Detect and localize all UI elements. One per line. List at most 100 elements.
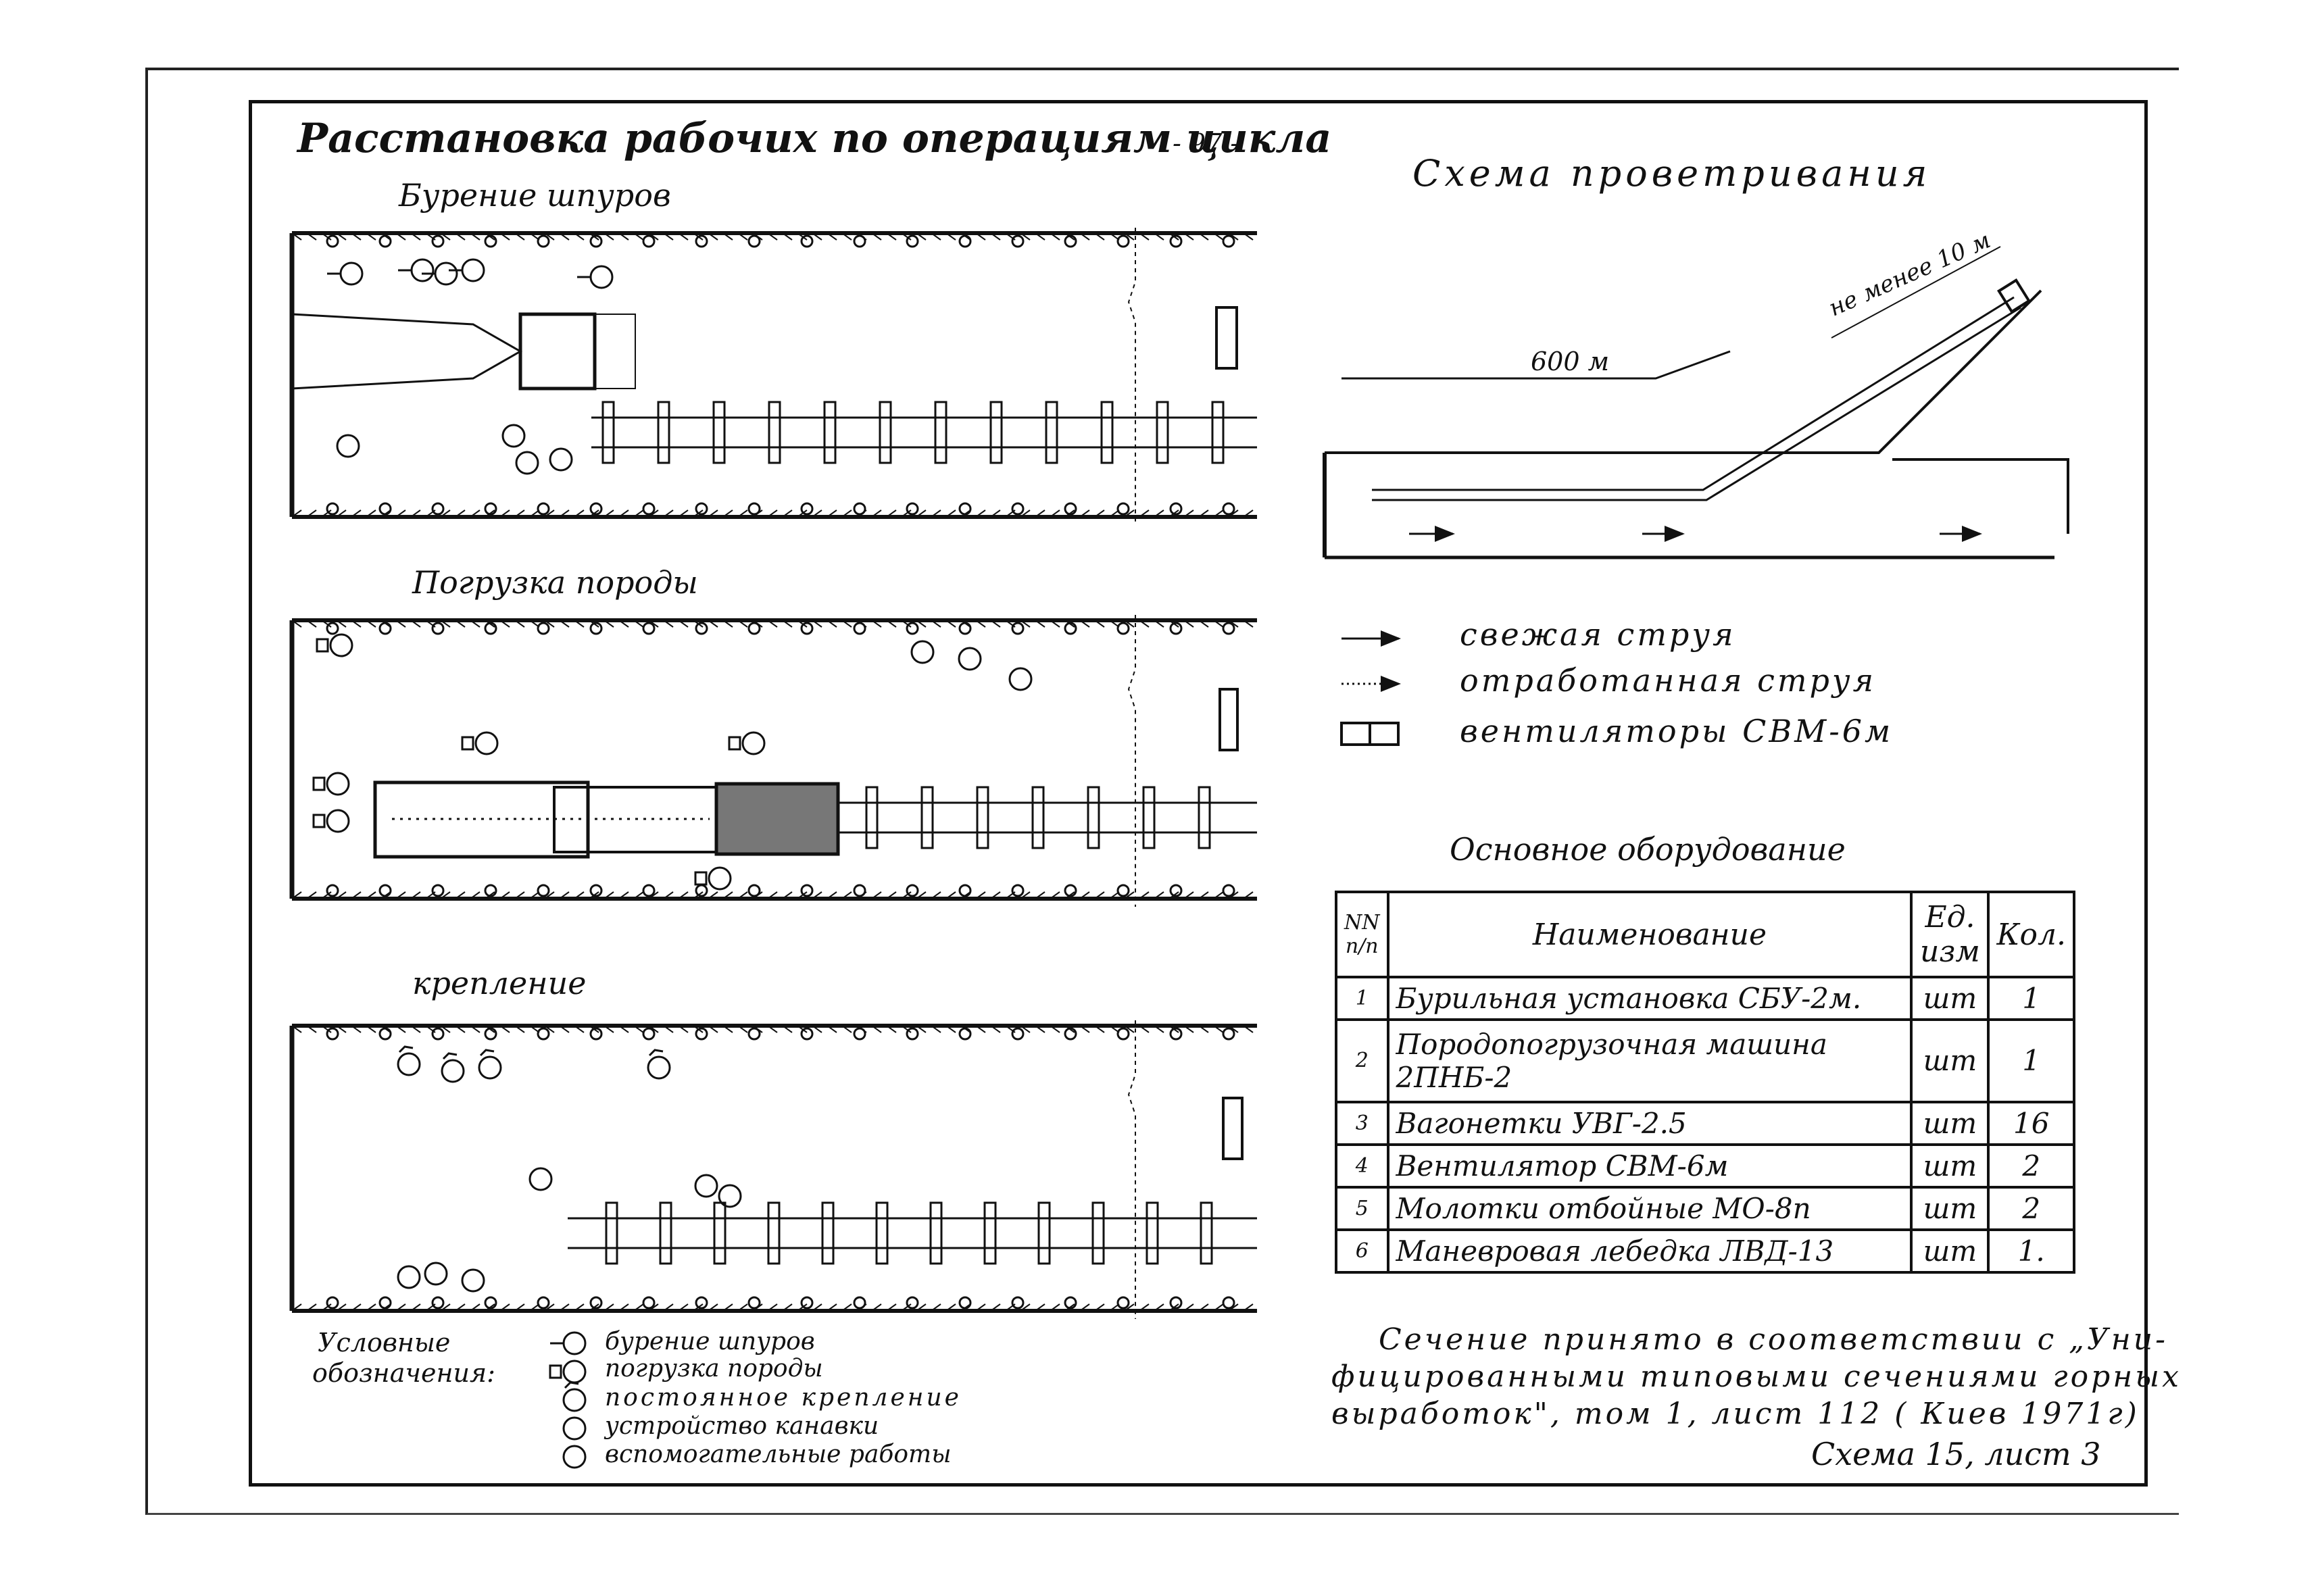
- support-arch-mark: [695, 1027, 708, 1041]
- row-unit: шт: [1910, 1100, 1990, 1146]
- sleeper: [875, 1201, 889, 1265]
- ventilation-diagram: [1323, 246, 2069, 746]
- auxiliary-worker-icon: [910, 640, 935, 664]
- ditch-worker-icon: [562, 1416, 587, 1441]
- main-title: Расстановка рабочих по операциям цикла: [297, 115, 1332, 162]
- support-arch-mark: [1064, 1027, 1077, 1041]
- support-arch-mark: [695, 884, 708, 897]
- sleeper: [659, 1201, 672, 1265]
- sleeper: [1142, 786, 1156, 849]
- sleeper: [983, 1201, 997, 1265]
- table-row: 1 Бурильная установка СБУ-2м. шт 1: [1335, 976, 2075, 1022]
- legend-item-support: постоянное крепление: [605, 1384, 962, 1412]
- support-arch-mark: [958, 1296, 972, 1310]
- drill-rig-frame: [520, 314, 636, 389]
- support-arch-mark: [1169, 1296, 1183, 1310]
- support-arch-mark: [958, 622, 972, 635]
- legend-exhaust-air: отработанная струя: [1460, 662, 1877, 699]
- support-arch-mark: [537, 1296, 550, 1310]
- vent-duct-top: [1372, 296, 2015, 491]
- wall-hatch: [291, 891, 1254, 899]
- support-arch-mark: [1064, 622, 1077, 635]
- support-arch-mark: [326, 622, 339, 635]
- inclined-wall: [1892, 458, 2069, 534]
- support-arch-mark: [589, 884, 603, 897]
- wagon-end: [1222, 1097, 1244, 1160]
- table-row: 5 Молотки отбойные МО-8п шт 2: [1335, 1185, 2075, 1231]
- support-arch-mark: [326, 502, 339, 516]
- support-arch-mark: [958, 884, 972, 897]
- support-arch-mark: [589, 622, 603, 635]
- legend-title-line-2: обозначения:: [312, 1358, 495, 1388]
- support-arch-mark: [800, 622, 814, 635]
- support-worker-icon: [478, 1049, 502, 1080]
- drilling-worker-icon: [550, 1331, 587, 1355]
- reference-note-line-2: фицированными типовыми сечениями горных: [1331, 1360, 2182, 1394]
- support-arch-mark: [537, 622, 550, 635]
- legend-item-ditch: устройство канавки: [605, 1412, 879, 1440]
- support-arch-mark: [589, 234, 603, 248]
- legend-item-drilling: бурение шпуров: [605, 1328, 815, 1355]
- support-arch-mark: [1169, 1027, 1183, 1041]
- support-arch-mark: [747, 234, 761, 248]
- header-qty: Кол.: [1987, 890, 2075, 979]
- support-arch-mark: [1011, 1027, 1025, 1041]
- wall-hatch: [291, 1025, 1254, 1033]
- header-unit: Ед. изм: [1910, 890, 1990, 979]
- support-arch-mark: [431, 234, 445, 248]
- tunnel-drilling: [289, 228, 1257, 525]
- sleeper: [601, 401, 615, 464]
- row-unit: шт: [1910, 1143, 1990, 1189]
- break-line: [1127, 615, 1136, 907]
- support-arch-mark: [642, 502, 656, 516]
- support-arch-mark: [853, 502, 866, 516]
- support-arch-mark: [484, 234, 497, 248]
- support-arch-mark: [1064, 884, 1077, 897]
- support-arch-mark: [906, 502, 919, 516]
- support-arch-mark: [326, 234, 339, 248]
- sleeper: [823, 401, 837, 464]
- auxiliary-worker-icon: [461, 1268, 485, 1293]
- header-num: NN п/п: [1335, 890, 1389, 979]
- support-arch-mark: [853, 234, 866, 248]
- sleeper: [1087, 786, 1100, 849]
- sleeper: [768, 401, 781, 464]
- fan-icon: [1340, 722, 1371, 746]
- drill-rig-booms: [291, 313, 523, 390]
- support-arch-mark: [378, 884, 392, 897]
- sleeper: [821, 1201, 835, 1265]
- support-worker-icon: [441, 1052, 465, 1083]
- support-arch-mark: [906, 1027, 919, 1041]
- loading-worker-icon: [312, 809, 350, 833]
- support-arch-mark: [747, 622, 761, 635]
- drilling-worker-icon: [449, 258, 485, 282]
- sleeper: [712, 401, 726, 464]
- sleeper: [1156, 401, 1169, 464]
- support-arch-mark: [695, 502, 708, 516]
- support-arch-mark: [642, 234, 656, 248]
- loaded-rock: [714, 782, 840, 856]
- support-arch-mark: [642, 1296, 656, 1310]
- support-arch-mark: [1222, 1027, 1235, 1041]
- support-arch-mark: [1169, 502, 1183, 516]
- table-header-row: NN п/п Наименование Ед. изм Кол.: [1335, 890, 2075, 979]
- support-arch-mark: [1222, 622, 1235, 635]
- loading-worker-icon: [694, 866, 732, 891]
- support-arch-mark: [1222, 234, 1235, 248]
- support-arch-mark: [1011, 234, 1025, 248]
- support-arch-mark: [326, 884, 339, 897]
- support-arch-mark: [589, 1027, 603, 1041]
- sleeper: [865, 786, 879, 849]
- scheme-label: Схема 15, лист 3: [1811, 1436, 2101, 1472]
- table-row: 4 Вентилятор СВМ-6м шт 2: [1335, 1143, 2075, 1189]
- drilling-worker-icon: [422, 261, 458, 286]
- loading-worker-icon: [461, 731, 499, 755]
- support-arch-mark: [431, 884, 445, 897]
- sheet-outer-frame: [145, 68, 2179, 1515]
- support-arch-mark: [1064, 234, 1077, 248]
- support-arch-mark: [695, 1296, 708, 1310]
- auxiliary-worker-icon: [562, 1445, 587, 1469]
- auxiliary-worker-icon: [549, 447, 573, 472]
- support-arch-mark: [431, 622, 445, 635]
- legend-fresh-air: свежая струя: [1460, 616, 1736, 653]
